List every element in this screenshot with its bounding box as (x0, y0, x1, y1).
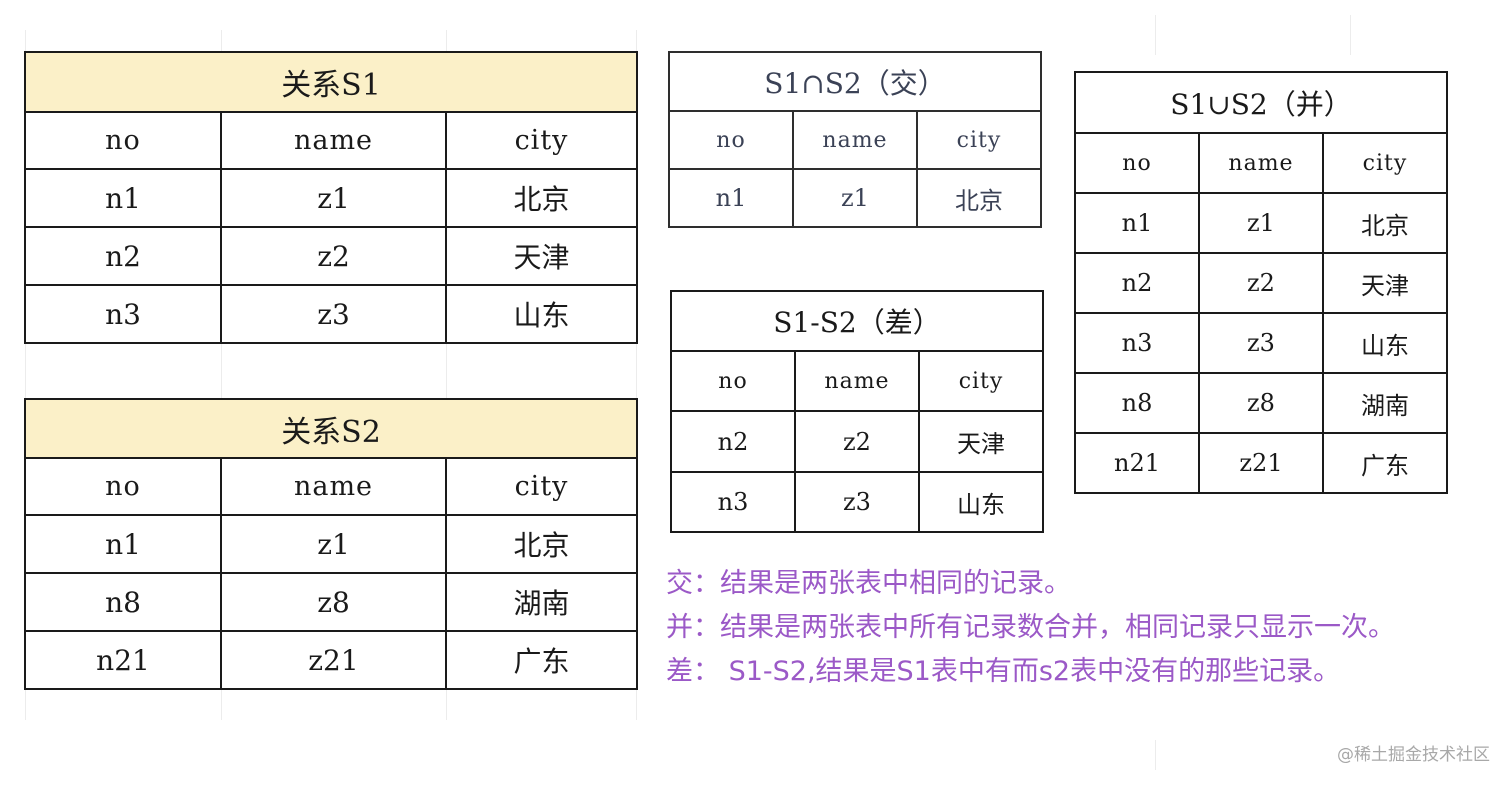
table-row: n2 z2 天津 (24, 226, 639, 286)
grid-line (1155, 740, 1156, 770)
note-intersection: 交：结果是两张表中相同的记录。 (666, 568, 1071, 599)
table-row: n2 z2 天津 (670, 410, 1045, 473)
grid-line (636, 30, 637, 720)
table-row: n3 z3 山东 (24, 284, 639, 344)
cell: 北京 (1322, 192, 1448, 254)
cell: 湖南 (444, 572, 639, 632)
cell: z21 (1198, 432, 1324, 494)
table-row: n1 z1 北京 (668, 168, 1042, 228)
cell: n2 (1074, 252, 1200, 314)
column-header: city (444, 111, 639, 170)
column-header: name (220, 111, 447, 170)
cell: n2 (24, 226, 222, 286)
cell: z21 (220, 630, 447, 690)
grid-line (25, 30, 26, 720)
cell: 北京 (444, 168, 639, 228)
cell: z1 (792, 168, 918, 228)
table-row: n3 z3 山东 (1074, 312, 1448, 374)
cell: n1 (24, 168, 222, 228)
table-row: n2 z2 天津 (1074, 252, 1448, 314)
column-header: city (1322, 132, 1448, 194)
table-s1: 关系S1 no name city n1 z1 北京 n2 z2 天津 n3 z… (23, 51, 639, 344)
cell: n1 (1074, 192, 1200, 254)
cell: z3 (1198, 312, 1324, 374)
cell: n21 (24, 630, 222, 690)
cell: 广东 (1322, 432, 1448, 494)
table-title: S1-S2（差） (669, 290, 1045, 352)
cell: z2 (794, 410, 920, 473)
cell: n8 (1074, 372, 1200, 434)
table-title: S1∩S2（交） (668, 51, 1042, 112)
table-union: S1∪S2（并） no name city n1 z1 北京 n2 z2 天津 … (1074, 71, 1448, 494)
cell: z3 (220, 284, 447, 344)
cell: n2 (670, 410, 796, 473)
cell: z2 (1198, 252, 1324, 314)
cell: 湖南 (1322, 372, 1448, 434)
table-row: n21 z21 广东 (1074, 432, 1448, 494)
column-header: city (444, 457, 639, 516)
table-title: 关系S1 (23, 51, 639, 113)
cell: 广东 (444, 630, 639, 690)
table-s2: 关系S2 no name city n1 z1 北京 n8 z8 湖南 n21 … (23, 398, 639, 690)
cell: 天津 (444, 226, 639, 286)
cell: 北京 (444, 514, 639, 574)
table-title: 关系S2 (23, 398, 639, 459)
cell: z1 (220, 514, 447, 574)
note-difference: 差： S1-S2,结果是S1表中有而s2表中没有的那些记录。 (666, 656, 1341, 687)
cell: n21 (1074, 432, 1200, 494)
grid-line (1155, 15, 1156, 55)
grid-line (446, 30, 447, 720)
table-row: n8 z8 湖南 (1074, 372, 1448, 434)
cell: z3 (794, 471, 920, 533)
table-row: n8 z8 湖南 (24, 572, 639, 632)
column-header: no (24, 457, 222, 516)
table-intersection: S1∩S2（交） no name city n1 z1 北京 (668, 51, 1042, 228)
cell: 山东 (917, 471, 1045, 533)
watermark: @稀土掘金技术社区 (1337, 745, 1490, 765)
cell: z8 (220, 572, 447, 632)
cell: z1 (1198, 192, 1324, 254)
cell: n3 (1074, 312, 1200, 374)
grid-line (221, 30, 222, 720)
column-header: city (917, 350, 1045, 412)
cell: n8 (24, 572, 222, 632)
table-title: S1∪S2（并） (1074, 71, 1448, 134)
cell: n3 (24, 284, 222, 344)
column-header: name (792, 110, 918, 170)
column-header: name (794, 350, 920, 412)
column-header: no (668, 110, 794, 170)
table-row: n1 z1 北京 (24, 514, 639, 574)
grid-line (1350, 15, 1351, 55)
column-header: no (1074, 132, 1200, 194)
cell: 山东 (444, 284, 639, 344)
note-union: 并：结果是两张表中所有记录数合并，相同记录只显示一次。 (666, 612, 1395, 643)
cell: z8 (1198, 372, 1324, 434)
table-row: n1 z1 北京 (1074, 192, 1448, 254)
column-header: city (916, 110, 1042, 170)
explanation-notes: 交：结果是两张表中相同的记录。 并：结果是两张表中所有记录数合并，相同记录只显示… (666, 562, 1395, 694)
table-difference: S1-S2（差） no name city n2 z2 天津 n3 z3 山东 (669, 290, 1045, 533)
column-header: name (220, 457, 447, 516)
table-row: n3 z3 山东 (670, 471, 1045, 533)
cell: 山东 (1322, 312, 1448, 374)
cell: n1 (668, 168, 794, 228)
cell: z2 (220, 226, 447, 286)
table-row: n21 z21 广东 (24, 630, 639, 690)
cell: z1 (220, 168, 447, 228)
column-header: no (670, 350, 796, 412)
cell: 天津 (917, 410, 1045, 473)
column-header: no (24, 111, 222, 170)
cell: n1 (24, 514, 222, 574)
cell: 北京 (916, 168, 1042, 228)
cell: 天津 (1322, 252, 1448, 314)
table-row: n1 z1 北京 (24, 168, 639, 228)
cell: n3 (670, 471, 796, 533)
column-header: name (1198, 132, 1324, 194)
